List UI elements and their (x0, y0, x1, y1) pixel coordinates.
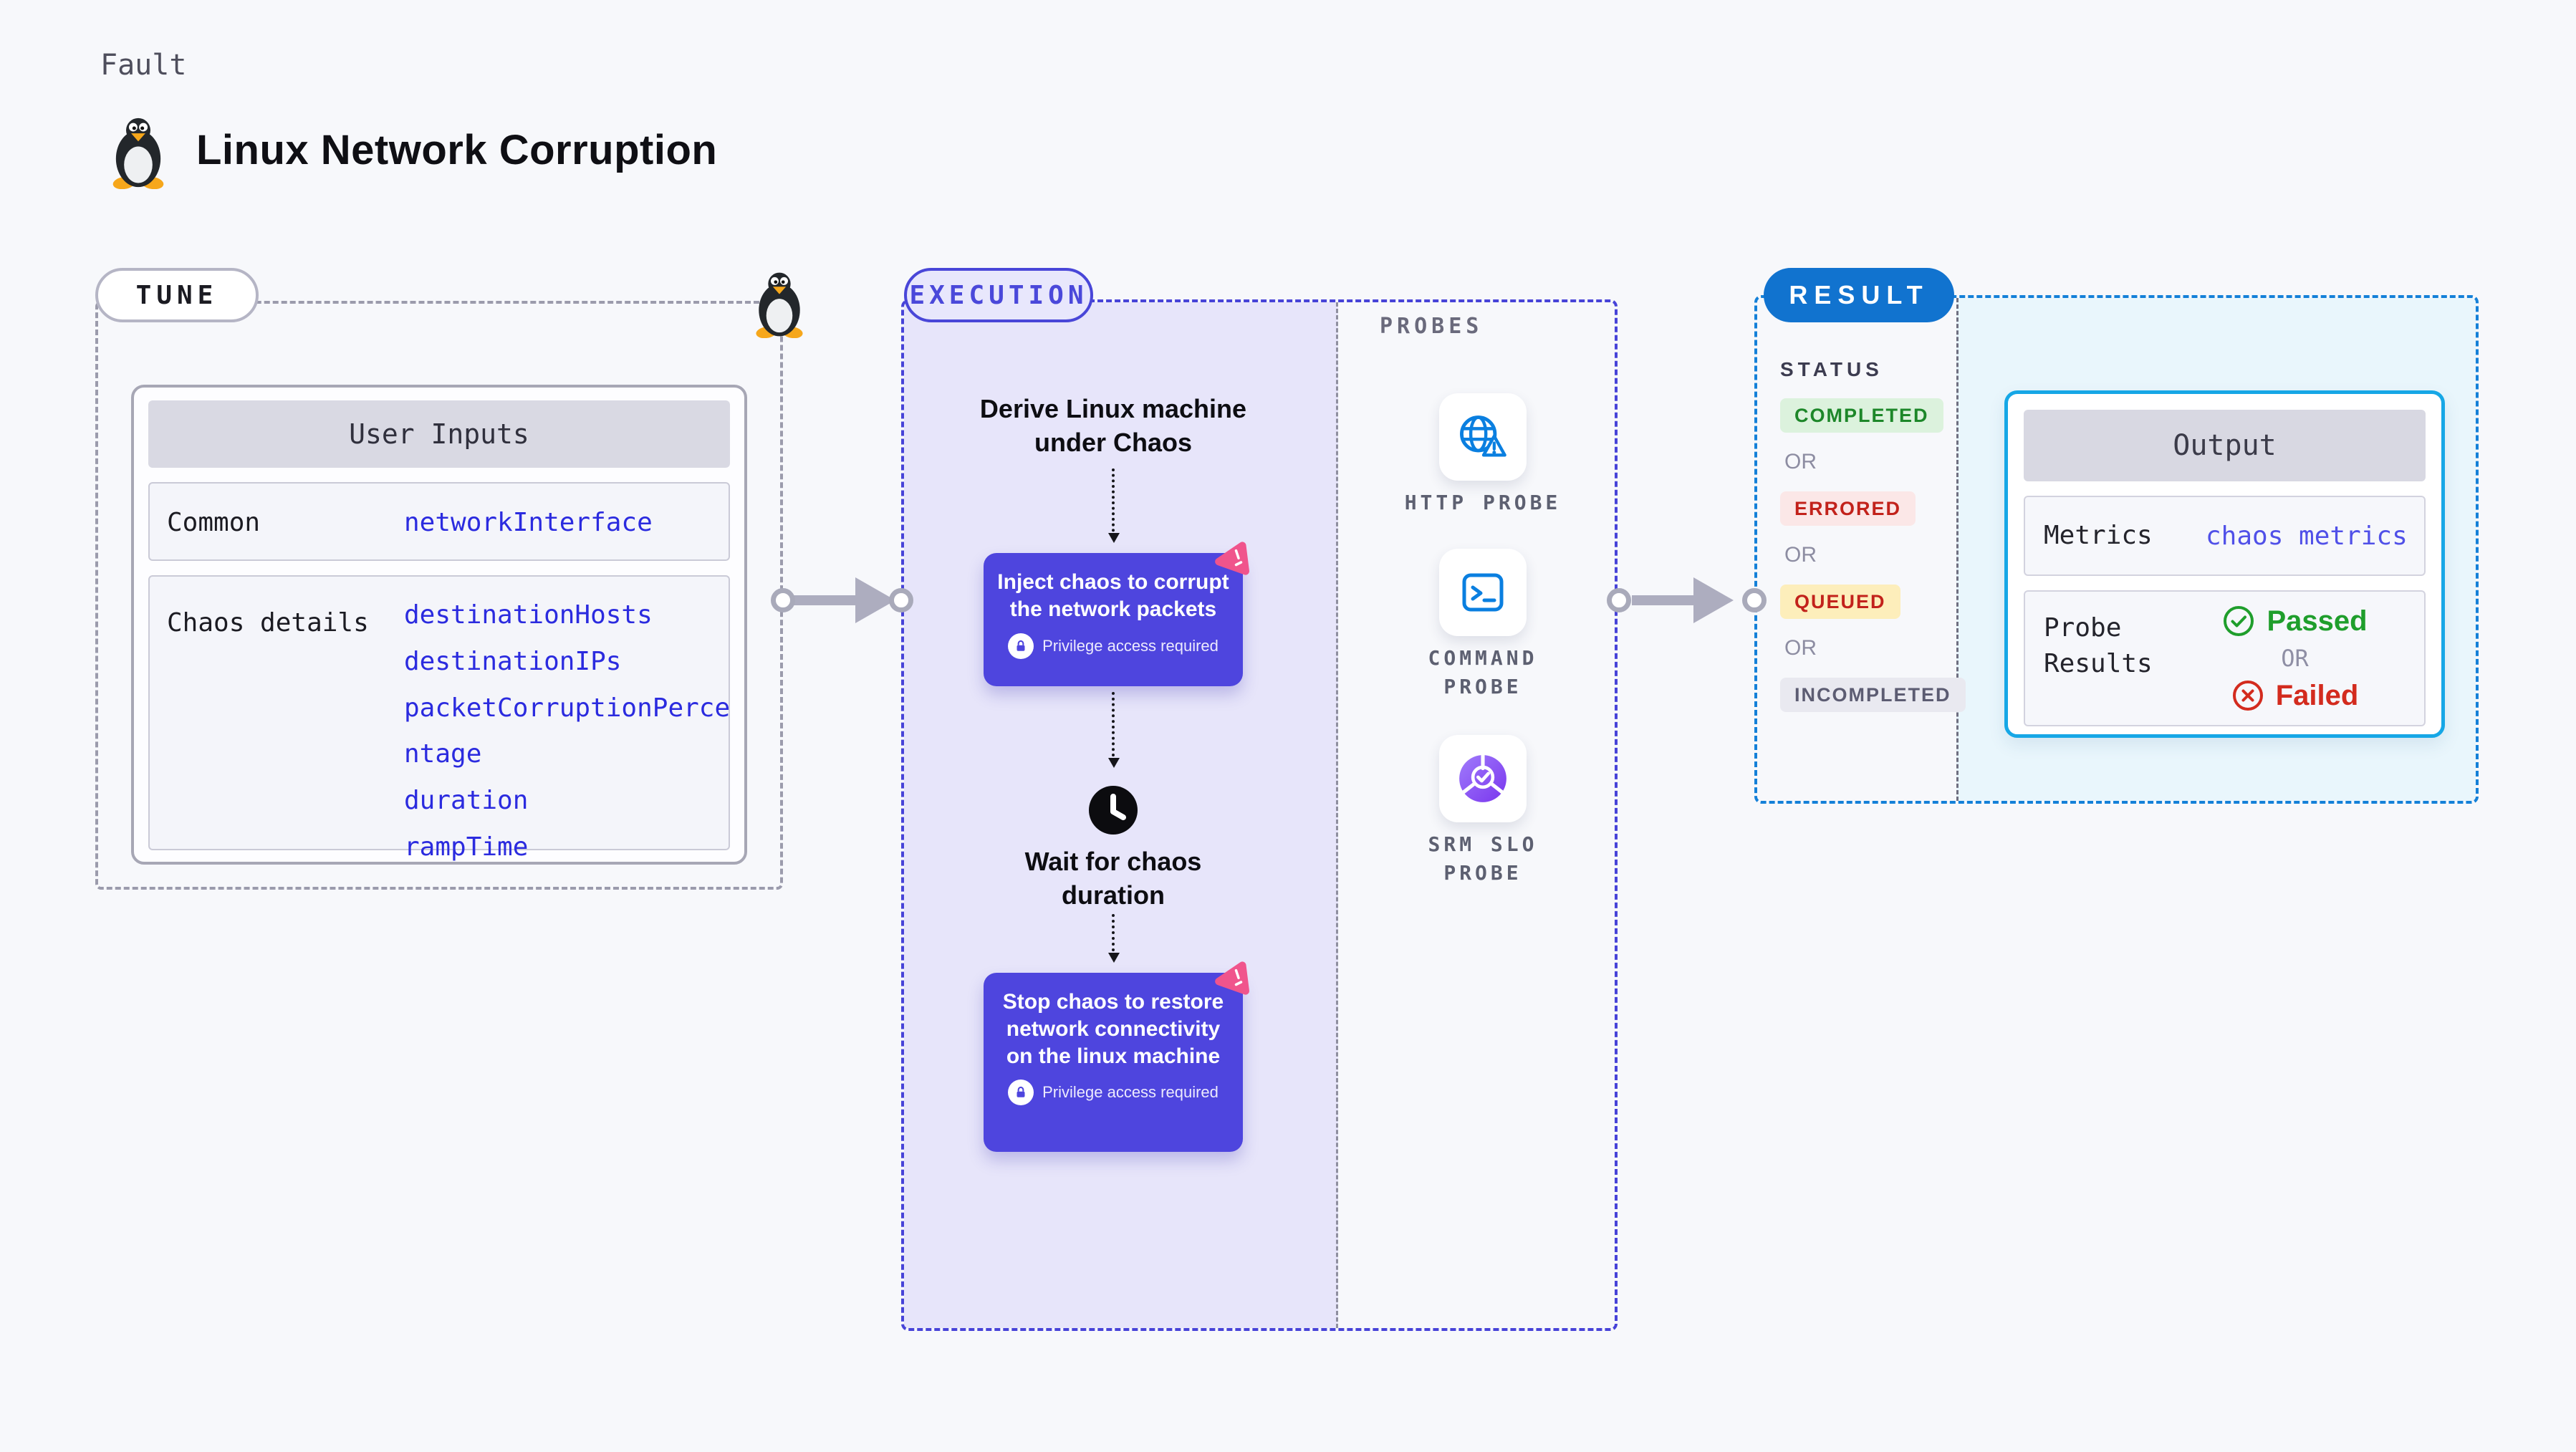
input-row-chaos-details: Chaos details destinationHosts destinati… (148, 575, 730, 862)
metrics-label: Metrics (2044, 520, 2153, 550)
privilege-note-label: Privilege access required (1042, 636, 1219, 655)
output-metrics-row: Metrics chaos metrics (2024, 496, 2426, 576)
metrics-value: chaos metrics (2206, 521, 2408, 551)
execution-to-result-arrow (1632, 595, 1695, 605)
status-badge-errored: ERRORED (1780, 491, 1916, 526)
output-card: Output Metrics chaos metrics Probe Resul… (2004, 390, 2445, 738)
privilege-note: Privilege access required (995, 1080, 1231, 1106)
tux-penguin-icon (112, 117, 164, 189)
input-value: destinationHosts (404, 600, 653, 630)
user-inputs-title: User Inputs (148, 400, 730, 468)
lock-icon (1008, 1080, 1034, 1106)
step-inject-chaos-node: Inject chaos to corrupt the network pack… (984, 553, 1243, 686)
flow-connector-arrow (1108, 468, 1120, 543)
srm-slo-probe-label: SRM SLO PROBE (1428, 832, 1538, 885)
input-value: destinationIPs (404, 646, 622, 676)
input-value: rampTime (404, 832, 529, 862)
command-probe-label: COMMAND PROBE (1428, 646, 1538, 698)
input-value-list: destinationHosts destinationIPs packetCo… (404, 592, 737, 871)
input-value: networkInterface (404, 508, 653, 537)
step-wait-duration: Wait for chaos duration (1024, 847, 1202, 910)
input-row-label: Chaos details (167, 608, 369, 638)
probe-results-values: Passed OR Failed (2166, 592, 2424, 725)
chaos-fault-icon (1215, 961, 1249, 995)
result-section-box (1754, 295, 2479, 804)
input-row-label: Common (167, 508, 261, 537)
connector-dot (771, 588, 795, 612)
globe-alert-icon (1460, 415, 1506, 457)
connector-dot (1742, 588, 1767, 612)
status-badge-queued: QUEUED (1780, 585, 1900, 619)
clock-icon (1089, 786, 1138, 835)
status-badge-completed: COMPLETED (1780, 398, 1943, 433)
page-title: Linux Network Corruption (196, 127, 718, 173)
terminal-icon (1462, 573, 1504, 612)
command-probe-card (1439, 549, 1527, 636)
fault-kicker: Fault (100, 49, 187, 82)
tune-to-execution-arrow (788, 595, 857, 605)
chaos-fault-icon (1215, 542, 1249, 575)
http-probe-label: HTTP PROBE (1404, 491, 1562, 514)
or-separator: OR (1784, 543, 1817, 567)
step-stop-chaos-node: Stop chaos to restore network connectivi… (984, 973, 1243, 1152)
probe-passed: Passed (2222, 605, 2368, 638)
privilege-note: Privilege access required (995, 633, 1231, 659)
input-value: duration (404, 786, 529, 816)
check-circle-icon (2224, 606, 2254, 636)
result-badge: RESULT (1764, 268, 1954, 322)
probe-failed: Failed (2231, 679, 2359, 712)
output-title: Output (2024, 410, 2426, 481)
probe-results-label: Probe Results (2044, 613, 2153, 679)
or-separator: OR (1784, 636, 1817, 660)
output-probe-results-row: Probe Results Passed OR Failed (2024, 590, 2426, 726)
step-derive-machine: Derive Linux machine under Chaos (979, 394, 1247, 457)
arrow-head (1693, 577, 1734, 623)
execution-badge: EXECUTION (904, 268, 1093, 322)
probes-title: PROBES (1380, 314, 1484, 339)
connector-dot (889, 588, 913, 612)
privilege-note-label: Privilege access required (1042, 1083, 1219, 1102)
srm-slo-probe-card (1439, 735, 1527, 822)
connector-dot (1607, 588, 1631, 612)
or-separator: OR (1784, 450, 1817, 473)
flow-connector-arrow (1108, 692, 1120, 768)
step-inject-chaos-label: Inject chaos to corrupt the network pack… (997, 570, 1229, 621)
execution-section-box (901, 299, 1618, 1331)
x-circle-icon (2232, 681, 2263, 711)
tune-badge: TUNE (95, 268, 259, 322)
arrow-head (855, 577, 895, 623)
probe-failed-label: Failed (2275, 679, 2359, 711)
tux-penguin-corner-icon (756, 272, 803, 338)
step-stop-chaos-label: Stop chaos to restore network connectivi… (1002, 990, 1224, 1068)
probe-passed-label: Passed (2267, 605, 2368, 637)
flow-connector-arrow (1108, 914, 1120, 963)
lock-icon (1008, 633, 1034, 659)
status-column: STATUS COMPLETED OR ERRORED OR QUEUED OR… (1780, 358, 1966, 712)
status-badge-incompleted: INCOMPLETED (1780, 678, 1966, 712)
input-row-common: Common networkInterface (148, 482, 730, 561)
or-separator: OR (2281, 645, 2309, 672)
http-probe-card (1439, 393, 1527, 481)
input-value: packetCorruptionPercentage (404, 693, 731, 769)
slo-donut-check-icon (1459, 753, 1506, 802)
status-title: STATUS (1780, 358, 1883, 380)
